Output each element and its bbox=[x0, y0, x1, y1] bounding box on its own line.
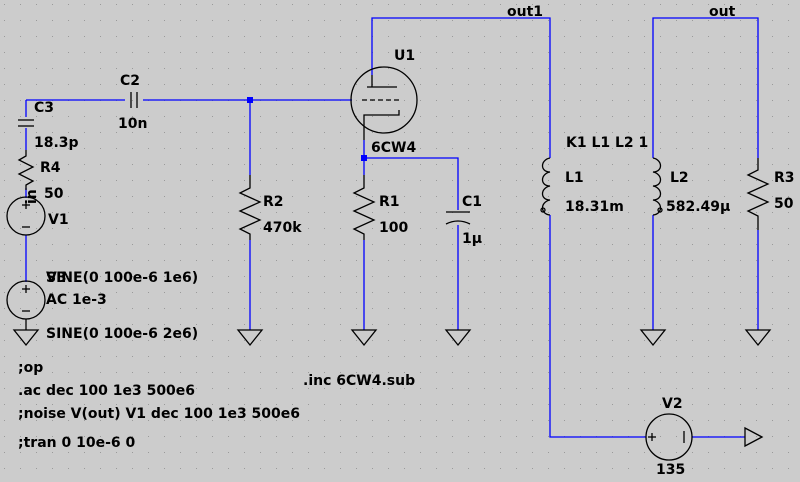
c2-name: C2 bbox=[120, 73, 140, 89]
ground-icon bbox=[350, 329, 378, 347]
v3-name: V3 bbox=[46, 270, 67, 286]
inductor-l2[interactable] bbox=[652, 157, 663, 216]
v3-value: SINE(0 100e-6 2e6) bbox=[46, 326, 198, 342]
ground-icon bbox=[744, 329, 772, 347]
net-label-in: in bbox=[24, 189, 40, 204]
inductor-l1[interactable] bbox=[540, 157, 551, 216]
directive-noise[interactable]: ;noise V(out) V1 dec 100 1e3 500e6 bbox=[18, 406, 300, 422]
directive-ac[interactable]: .ac dec 100 1e3 500e6 bbox=[18, 383, 195, 399]
directive-tran[interactable]: ;tran 0 10e-6 0 bbox=[18, 435, 136, 451]
output-arrow bbox=[744, 426, 764, 448]
coupling-directive: K1 L1 L2 1 bbox=[566, 135, 648, 151]
directive-op[interactable]: ;op bbox=[18, 360, 43, 376]
v1-value: SINE(0 100e-6 1e6) bbox=[46, 270, 198, 286]
ground-icon bbox=[639, 329, 667, 347]
resistor-r4[interactable] bbox=[17, 150, 35, 190]
r4-name: R4 bbox=[40, 160, 61, 176]
c1-value: 1µ bbox=[462, 231, 482, 247]
capacitor-c1[interactable] bbox=[445, 211, 471, 225]
ground-symbols bbox=[12, 329, 772, 347]
directive-inc[interactable]: .inc 6CW4.sub bbox=[303, 373, 415, 389]
r3-name: R3 bbox=[774, 170, 795, 186]
r2-value: 470k bbox=[263, 220, 302, 236]
resistor-r3[interactable] bbox=[746, 158, 770, 230]
u1-value: 6CW4 bbox=[371, 140, 416, 156]
v2-value: 135 bbox=[656, 462, 685, 478]
v2-name: V2 bbox=[662, 396, 683, 412]
c2-value: 10n bbox=[118, 116, 147, 132]
net-label-out1: out1 bbox=[507, 4, 543, 20]
v1-name: V1 bbox=[48, 212, 69, 228]
resistor-r2[interactable] bbox=[238, 175, 262, 240]
capacitor-c3[interactable] bbox=[18, 119, 34, 127]
c1-name: C1 bbox=[462, 194, 482, 210]
junction-dot bbox=[361, 155, 367, 161]
voltage-source-v2[interactable] bbox=[645, 413, 693, 461]
wire-l1-v2[interactable] bbox=[549, 215, 646, 438]
l2-value: 582.49µ bbox=[666, 199, 730, 215]
wires bbox=[25, 17, 759, 438]
l1-name: L1 bbox=[565, 170, 584, 186]
r2-name: R2 bbox=[263, 194, 284, 210]
r3-value: 50 bbox=[774, 196, 794, 212]
resistor-r1[interactable] bbox=[352, 175, 376, 240]
ground-icon bbox=[444, 329, 472, 347]
r4-value: 50 bbox=[44, 186, 64, 202]
u1-name: U1 bbox=[394, 48, 415, 64]
ground-icon bbox=[236, 329, 264, 347]
junction-dot bbox=[247, 97, 253, 103]
capacitor-c2[interactable] bbox=[130, 92, 138, 108]
wire-cathode-c1[interactable] bbox=[364, 157, 459, 210]
r1-name: R1 bbox=[379, 194, 400, 210]
voltage-source-v3[interactable] bbox=[6, 280, 46, 330]
tube-u1[interactable] bbox=[350, 66, 418, 140]
ground-icon bbox=[12, 329, 40, 347]
voltage-source-v1[interactable] bbox=[6, 196, 46, 236]
c3-value: 18.3p bbox=[34, 135, 79, 151]
l1-value: 18.31m bbox=[565, 199, 624, 215]
net-label-out: out bbox=[709, 4, 736, 20]
l2-name: L2 bbox=[670, 170, 689, 186]
r1-value: 100 bbox=[379, 220, 408, 236]
c3-name: C3 bbox=[34, 100, 54, 116]
wire-out1[interactable] bbox=[371, 17, 551, 158]
wire-out[interactable] bbox=[652, 17, 759, 158]
v1-ac: AC 1e-3 bbox=[46, 292, 107, 308]
